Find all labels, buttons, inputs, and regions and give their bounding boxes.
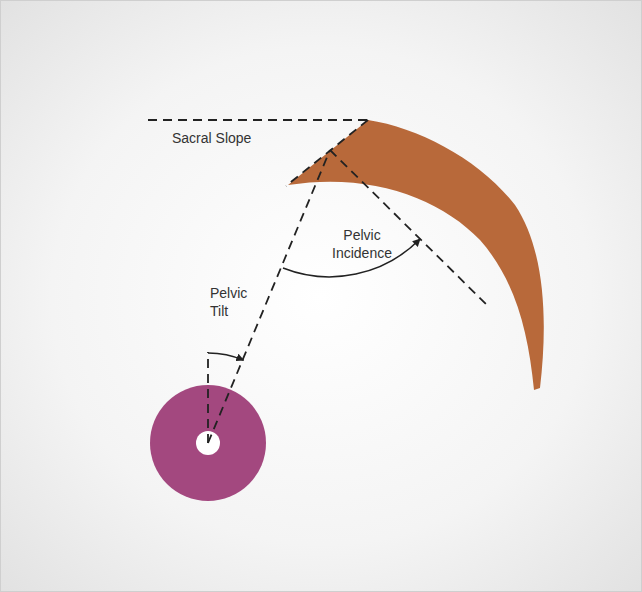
- angle-label: Pelvic Incidence: [322, 226, 402, 262]
- vertical-reference-line: [207, 352, 209, 443]
- pelvic-tilt-arc: [208, 353, 244, 360]
- angle-label: Pelvic Tilt: [210, 284, 258, 320]
- horizontal-reference-line: [148, 119, 368, 121]
- angle-label: Sacral Slope: [172, 129, 312, 147]
- hip-axis-line: [208, 150, 330, 443]
